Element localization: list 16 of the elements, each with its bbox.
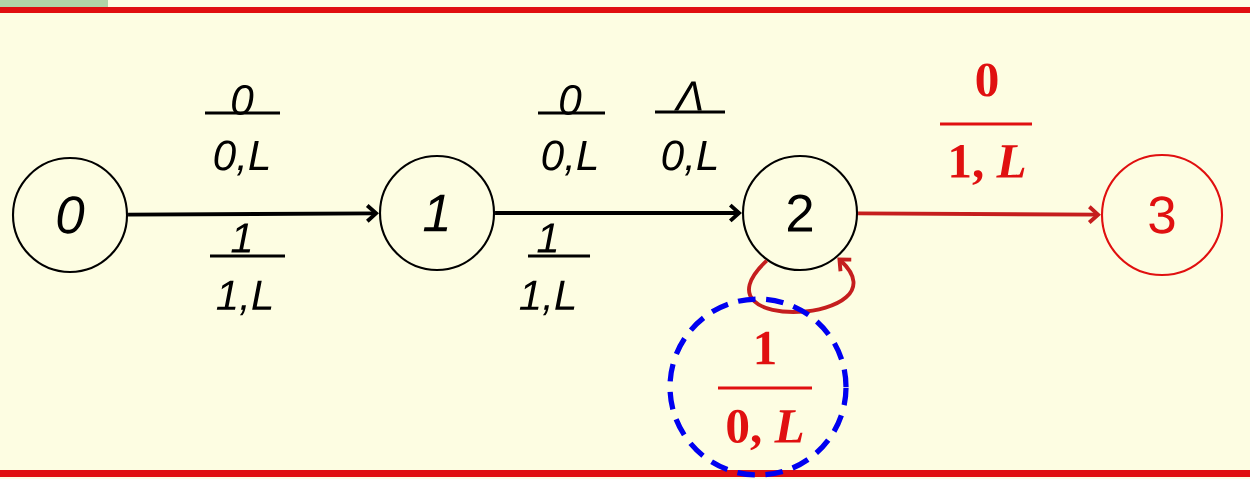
arrow xyxy=(858,205,1101,224)
transition-label: 0,L xyxy=(214,140,269,176)
transition-label: Λ xyxy=(674,81,702,111)
transition-label: 1 xyxy=(756,331,775,365)
arrow xyxy=(747,257,855,314)
transition-label: 1,L xyxy=(519,280,575,316)
arrow xyxy=(495,203,742,223)
transition-label: 1,L xyxy=(216,280,272,316)
transition-label: 0,L xyxy=(662,140,717,176)
transition-label: 0,L xyxy=(542,140,597,176)
transition-label: 0, L xyxy=(727,409,803,451)
arrow xyxy=(128,204,379,223)
transition-label: 1 xyxy=(231,223,251,253)
transition-label: 1 xyxy=(537,223,557,253)
transition-label: 0 xyxy=(976,63,998,97)
transition-label: 1, L xyxy=(951,144,1025,186)
